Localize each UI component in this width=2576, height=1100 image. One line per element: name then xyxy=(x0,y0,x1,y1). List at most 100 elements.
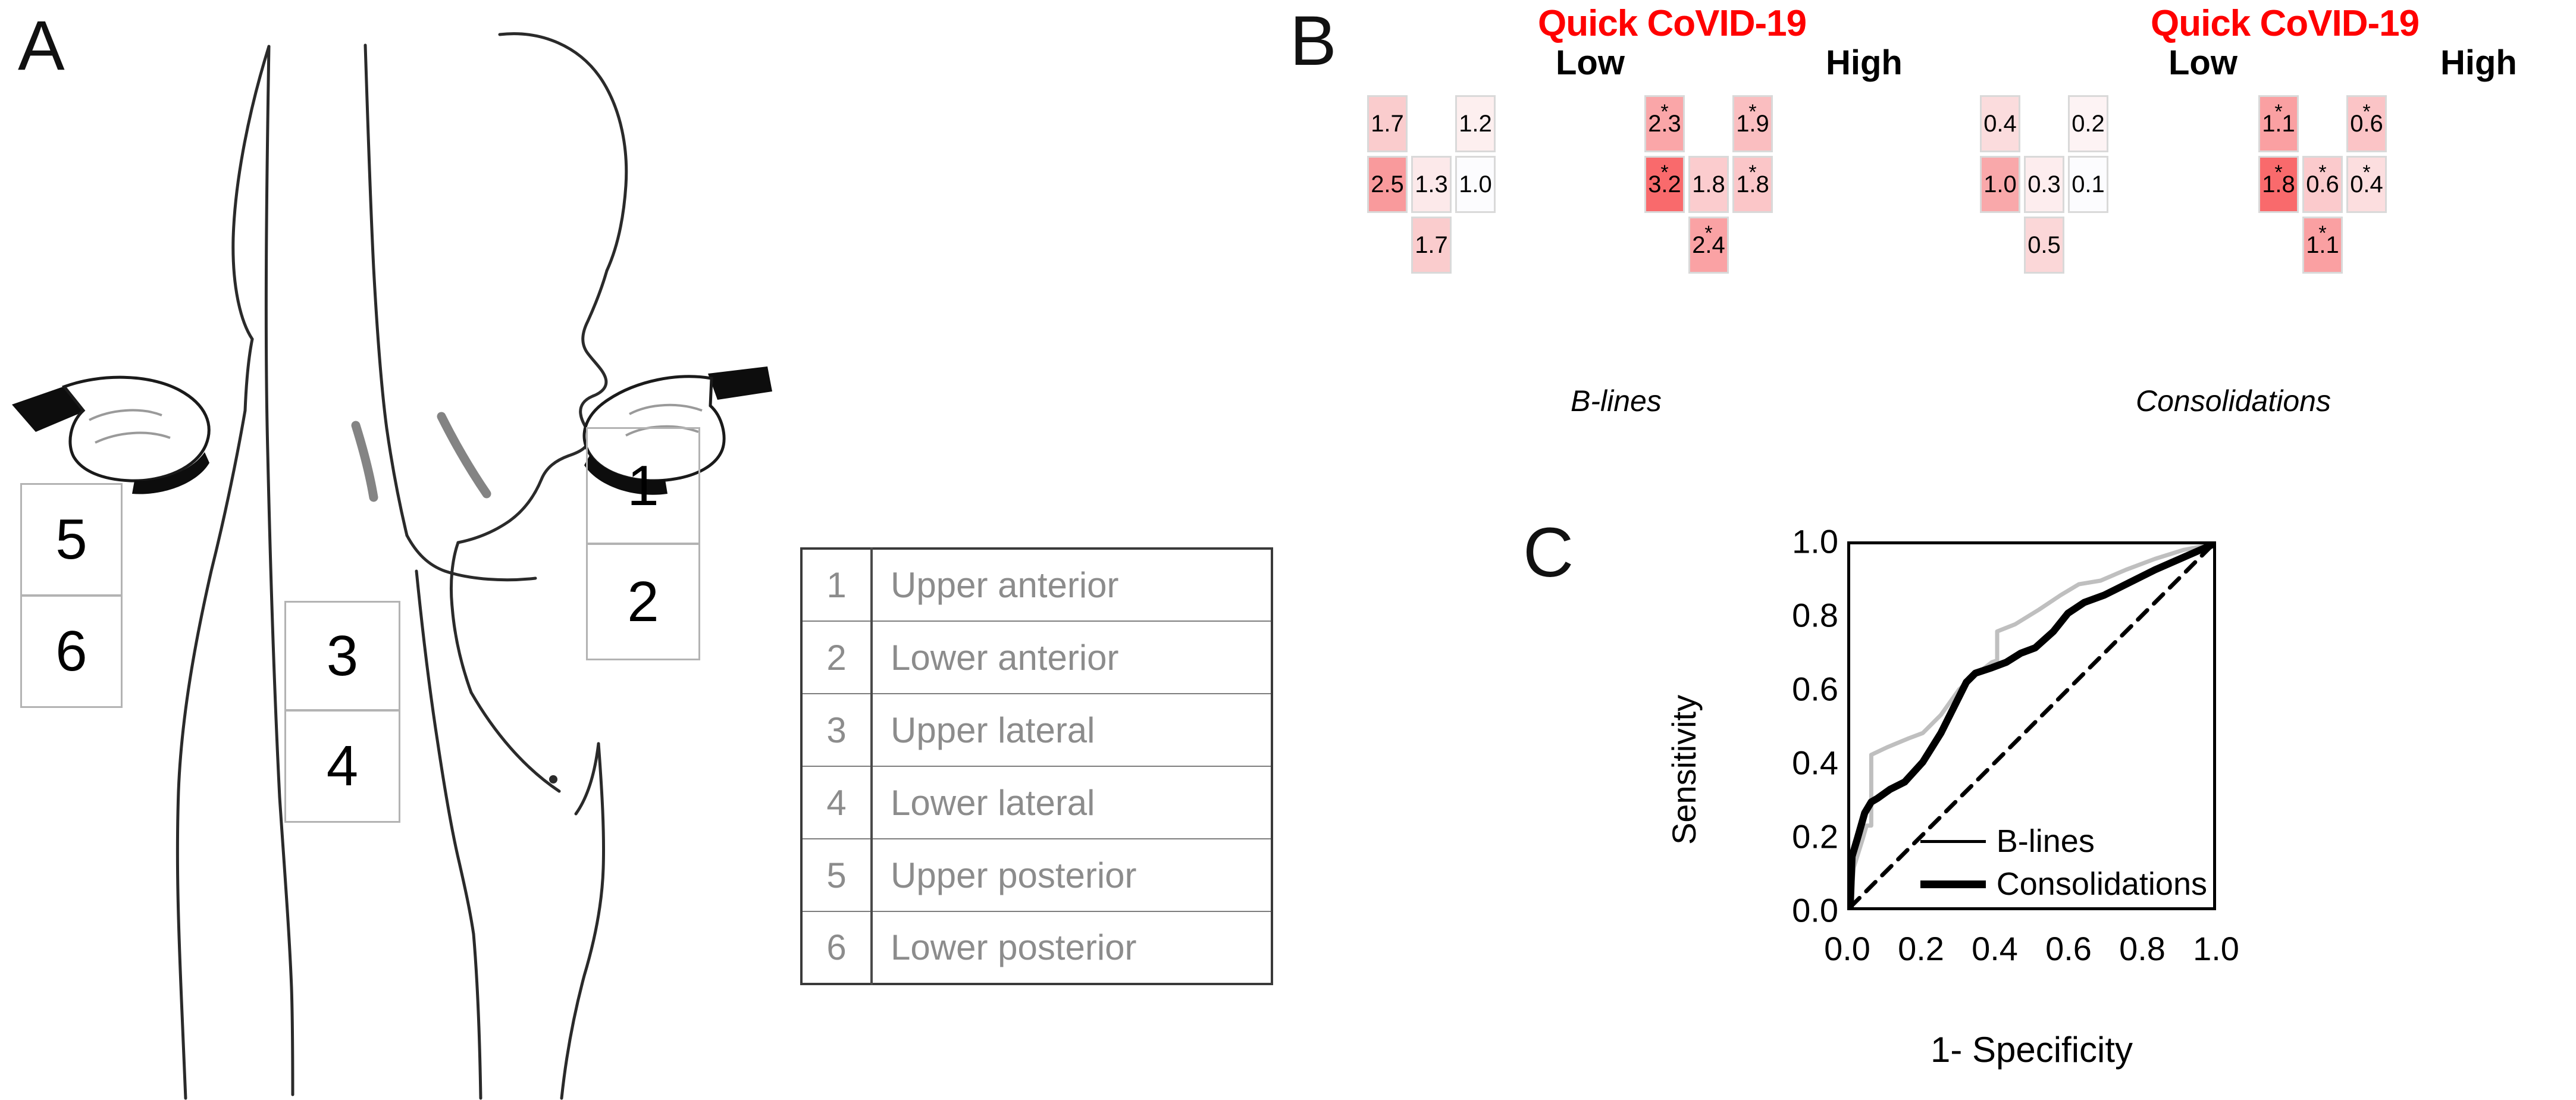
heatmap-cell-value: 0.6 xyxy=(2306,171,2339,198)
heatmap-cell[interactable]: *2.4 xyxy=(1688,217,1729,274)
significance-asterisk: * xyxy=(1748,101,1757,123)
table-row: 6 Lower posterior xyxy=(801,911,1273,985)
zone-box-3[interactable]: 3 xyxy=(284,601,400,711)
zone-box-6-label: 6 xyxy=(55,619,87,683)
heatmap-cell[interactable]: 0.4 xyxy=(1980,95,2020,152)
heatmap-cell-value: 0.4 xyxy=(2350,171,2383,198)
zone-row-num: 4 xyxy=(801,766,873,839)
zone-box-4[interactable]: 4 xyxy=(284,710,400,823)
heatmap-cell-value: 1.0 xyxy=(1459,171,1492,198)
heatmap-cell-value: 3.2 xyxy=(1648,171,1681,198)
column-label-low-consolidations: Low xyxy=(2168,43,2237,82)
legend-item-consolidations: Consolidations xyxy=(1920,866,2207,902)
heatmap-cell-value: 0.2 xyxy=(2072,111,2105,137)
zone-row-num: 1 xyxy=(801,548,873,622)
zone-box-2-label: 2 xyxy=(627,569,659,634)
panel-c-letter: C xyxy=(1523,513,1574,592)
heatmap-cell[interactable]: 1.0 xyxy=(1455,156,1496,213)
zone-row-name: Lower lateral xyxy=(871,766,1273,839)
zone-row-num: 6 xyxy=(801,911,873,985)
zone-row-name: Lower posterior xyxy=(871,911,1273,985)
roc-curves xyxy=(1850,544,2213,907)
table-row: 5 Upper posterior xyxy=(801,838,1273,912)
significance-asterisk: * xyxy=(2318,222,2327,245)
heatmap-cell-value: 1.8 xyxy=(2262,171,2295,198)
human-torso-profile-outline xyxy=(12,32,772,1100)
heatmap-cell[interactable]: *0.6 xyxy=(2346,95,2387,152)
panel-a-letter: A xyxy=(18,7,65,85)
heatmap-cell[interactable]: 1.3 xyxy=(1411,156,1452,213)
roc-y-tick-label: 1.0 xyxy=(1792,522,1838,560)
zone-row-num: 3 xyxy=(801,693,873,767)
heatmap-cell-empty xyxy=(2024,95,2064,152)
column-label-high-consolidations: High xyxy=(2440,43,2517,82)
panel-b-letter: B xyxy=(1290,2,1337,80)
heatmap-cell[interactable]: 1.7 xyxy=(1367,95,1408,152)
heatmap-cell[interactable]: *1.9 xyxy=(1732,95,1773,152)
heatmap-blines-low[interactable]: 1.7 1.2 2.5 1.3 1.0 1.7 xyxy=(1367,95,1496,274)
heatmap-cell[interactable]: *1.1 xyxy=(2302,217,2343,274)
heatmap-cell-value: 1.8 xyxy=(1736,171,1769,198)
heatmap-cell[interactable]: *1.1 xyxy=(2258,95,2299,152)
heatmap-cell-value: 0.1 xyxy=(2072,171,2105,198)
heatmap-consolidations-low[interactable]: 0.4 0.2 1.0 0.3 0.1 0.5 xyxy=(1980,95,2108,274)
heatmap-cell[interactable]: *1.8 xyxy=(1732,156,1773,213)
heatmap-cell[interactable]: 1.7 xyxy=(1411,217,1452,274)
zone-row-name: Lower anterior xyxy=(871,620,1273,694)
heatmap-cell[interactable]: 1.2 xyxy=(1455,95,1496,152)
heatmap-cell[interactable]: 0.2 xyxy=(2068,95,2108,152)
roc-x-axis-label: 1- Specificity xyxy=(1930,1030,2133,1070)
heatmap-cell-empty xyxy=(2346,217,2387,274)
quick-covid-title-blines: Quick CoVID-19 xyxy=(1538,3,1807,44)
roc-x-tick-label: 0.6 xyxy=(2045,930,2092,967)
heatmap-cell[interactable]: *1.8 xyxy=(2258,156,2299,213)
heatmap-cell-value: 1.9 xyxy=(1736,111,1769,137)
heatmap-consolidations-high[interactable]: *1.1*0.6*1.8*0.6*0.4*1.1 xyxy=(2258,95,2387,274)
roc-x-tick-label: 0.2 xyxy=(1898,930,1944,967)
significance-asterisk: * xyxy=(1704,222,1713,245)
roc-series-consolidations xyxy=(1850,544,2213,907)
zone-box-3-label: 3 xyxy=(326,623,359,688)
table-row: 3 Upper lateral xyxy=(801,693,1273,767)
heatmap-cell[interactable]: *0.4 xyxy=(2346,156,2387,213)
zone-box-1[interactable]: 1 xyxy=(586,427,700,544)
heatmap-cell[interactable]: 1.8 xyxy=(1688,156,1729,213)
legend-swatch-consolidations xyxy=(1920,880,1986,888)
heatmap-cell-value: 2.5 xyxy=(1371,171,1404,198)
heatmap-cell-empty xyxy=(1411,95,1452,152)
heatmap-cell[interactable]: 0.3 xyxy=(2024,156,2064,213)
zone-box-6[interactable]: 6 xyxy=(20,595,123,708)
zone-box-5[interactable]: 5 xyxy=(20,483,123,596)
heatmap-cell-value: 1.2 xyxy=(1459,111,1492,137)
roc-x-tick-label: 1.0 xyxy=(2193,930,2239,967)
heatmap-cell[interactable]: 0.5 xyxy=(2024,217,2064,274)
table-row: 1 Upper anterior xyxy=(801,548,1273,622)
roc-legend: B-lines Consolidations xyxy=(1920,823,2207,902)
heatmap-cell[interactable]: 0.1 xyxy=(2068,156,2108,213)
legend-item-blines: B-lines xyxy=(1920,823,2207,860)
zone-box-5-label: 5 xyxy=(55,507,87,571)
roc-y-tick-label: 0.6 xyxy=(1792,670,1838,708)
heatmap-cell-value: 2.4 xyxy=(1692,232,1725,258)
heatmap-cell[interactable]: *3.2 xyxy=(1644,156,1685,213)
heatmap-cell-empty xyxy=(2302,95,2343,152)
heatmap-cell-empty xyxy=(1644,217,1685,274)
heatmap-cell-empty xyxy=(1980,217,2020,274)
heatmap-cell-value: 1.7 xyxy=(1371,111,1404,137)
significance-asterisk: * xyxy=(1748,161,1757,184)
heatmap-cell[interactable]: 1.0 xyxy=(1980,156,2020,213)
zone-row-num: 2 xyxy=(801,620,873,694)
heatmap-cell[interactable]: *0.6 xyxy=(2302,156,2343,213)
heatmap-cell[interactable]: 2.5 xyxy=(1367,156,1408,213)
zone-box-2[interactable]: 2 xyxy=(586,543,700,660)
table-row: 4 Lower lateral xyxy=(801,766,1273,839)
heatmap-cell-value: 1.0 xyxy=(1983,171,2017,198)
heatmap-cell-value: 0.4 xyxy=(1983,111,2017,137)
table-row: 2 Lower anterior xyxy=(801,620,1273,694)
heatmap-cell-value: 0.5 xyxy=(2027,232,2061,258)
zone-row-name: Upper posterior xyxy=(871,838,1273,912)
heatmap-cell[interactable]: *2.3 xyxy=(1644,95,1685,152)
